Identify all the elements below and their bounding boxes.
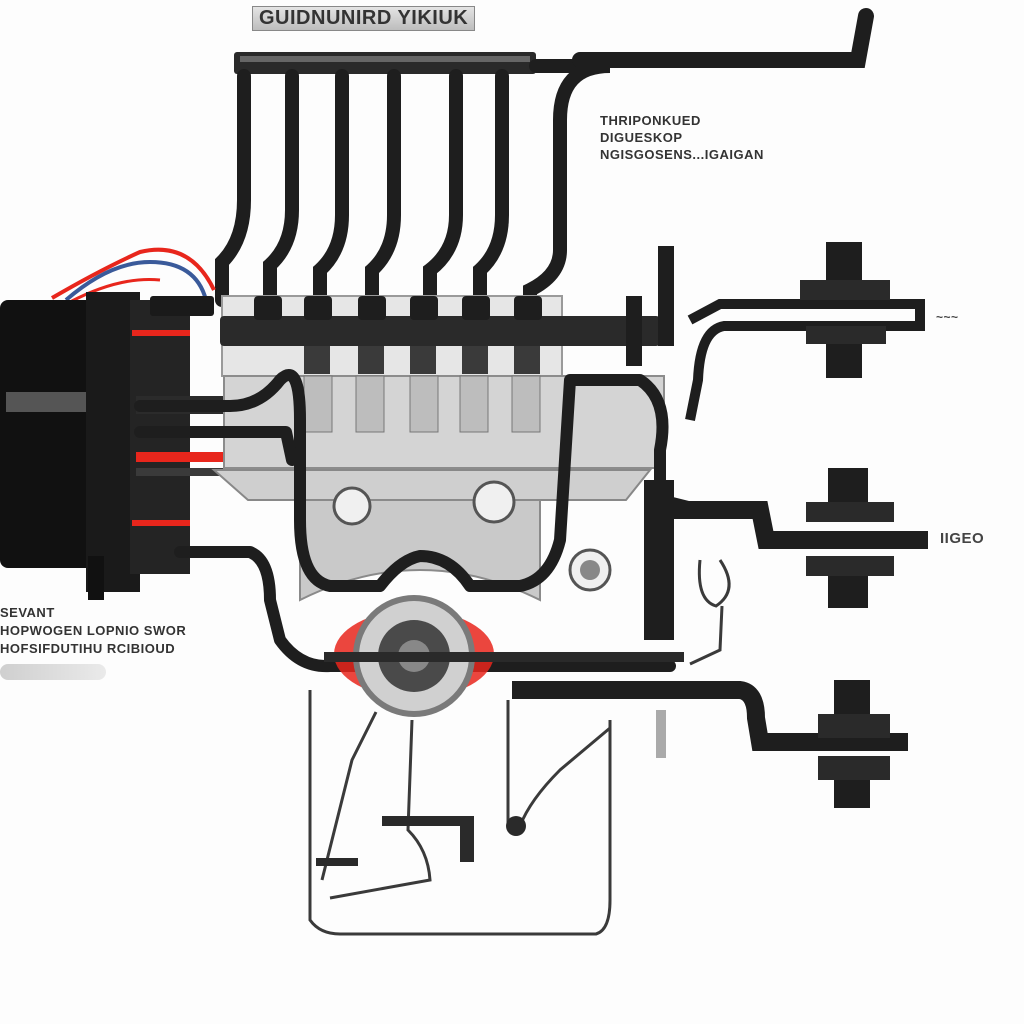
top-right-label: THRIPONKUED DIGUESKOP NGISGOSENS...IGAIG… — [600, 112, 764, 163]
right-connector-mid — [644, 468, 928, 640]
coolant-hose — [134, 369, 706, 673]
top-right-label-line-1: THRIPONKUED — [600, 113, 701, 128]
right-label-top: ~~~ — [936, 310, 959, 324]
left-label: SEVANT HOPWOGEN LOPNIO SWOR HOFSIFDUTIHU… — [0, 604, 186, 658]
intake-duct — [572, 8, 874, 68]
left-wiring — [50, 247, 216, 304]
top-rail — [234, 52, 536, 74]
left-label-line-1: SEVANT — [0, 605, 55, 620]
injector-rail — [220, 246, 674, 374]
lower-wire-harness — [308, 559, 731, 936]
intake-runners — [215, 59, 611, 319]
flywheel — [324, 595, 684, 717]
left-label-line-3: HOFSIFDUTIHU RCIBIOUD — [0, 641, 176, 656]
top-right-label-line-2: DIGUESKOP — [600, 130, 683, 145]
lower-clamps — [316, 710, 666, 866]
right-connector-bottom — [512, 680, 908, 808]
right-connector-top — [685, 242, 925, 421]
right-label-mid: IIGEO — [940, 530, 985, 547]
diagram-title: GUIDNUNIRD YIKIUK — [252, 6, 476, 31]
top-right-label-line-3: NGISGOSENS...IGAIGAN — [600, 147, 764, 162]
left-label-line-2: HOPWOGEN LOPNIO SWOR — [0, 623, 187, 638]
left-label-smudge — [0, 664, 106, 680]
